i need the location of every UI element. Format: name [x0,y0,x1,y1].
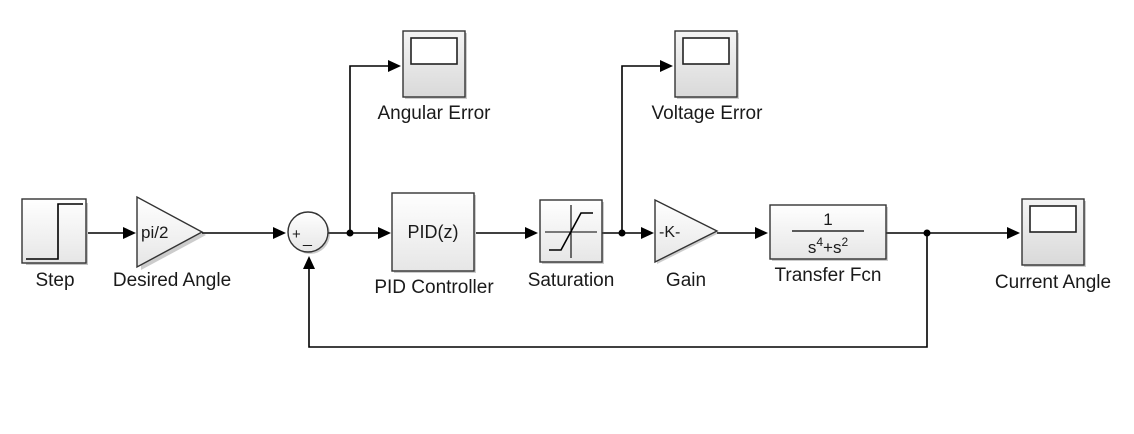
arrowhead [388,60,401,72]
saturation-block[interactable] [539,199,604,264]
current-angle-scope[interactable] [1021,198,1086,267]
arrowhead [378,227,391,239]
signal-branch-to-voltage-error[interactable] [621,65,661,233]
arrowhead [273,227,286,239]
step-block[interactable] [21,198,88,265]
voltage-error-scope[interactable] [674,30,739,99]
transfer-fcn-label: Transfer Fcn [774,265,882,286]
gain-text: -K- [659,224,680,241]
angular-error-label: Angular Error [377,103,491,124]
step-icon [26,203,83,260]
arrowhead [303,256,315,269]
branch-points [346,229,931,237]
transfer-fcn-denominator: s4+s2 [808,235,849,257]
desired-angle-gain-block[interactable]: pi/2 [136,195,206,270]
signal-feedback-loop[interactable] [308,233,928,348]
saturation-curve-icon [549,212,593,251]
arrowhead [641,227,654,239]
angular-error-scope[interactable] [402,30,467,99]
gain-block[interactable]: -K- [654,198,719,264]
sum-plus-sign: + [292,226,301,243]
voltage-error-label: Voltage Error [651,103,763,124]
scope-screen-icon [1029,205,1077,233]
sum-minus-sign: _ [302,230,313,247]
branch-point [346,229,354,237]
transfer-fcn-numerator: 1 [823,210,832,229]
pid-controller-block[interactable]: PID(z) [391,192,476,273]
branch-point [923,229,931,237]
arrowhead [660,60,673,72]
sum-block[interactable]: + _ [287,211,330,254]
transfer-fcn-block[interactable]: 1 s4+s2 [769,204,888,261]
saturation-label: Saturation [527,270,615,291]
arrowhead [123,227,136,239]
branch-point [618,229,626,237]
arrowhead [1007,227,1020,239]
arrowhead [755,227,768,239]
pid-controller-text: PID(z) [408,222,459,242]
signal-branch-to-angular-error[interactable] [349,65,389,233]
pid-controller-label: PID Controller [374,277,494,298]
scope-screen-icon [682,37,730,65]
step-label: Step [35,270,75,291]
signal-lines [88,65,1008,348]
arrowhead [525,227,538,239]
current-angle-label: Current Angle [994,272,1112,293]
gain-label: Gain [665,270,707,291]
arrowheads [123,60,1020,269]
desired-angle-label: Desired Angle [112,270,232,291]
desired-angle-gain-text: pi/2 [141,223,168,242]
scope-screen-icon [410,37,458,65]
